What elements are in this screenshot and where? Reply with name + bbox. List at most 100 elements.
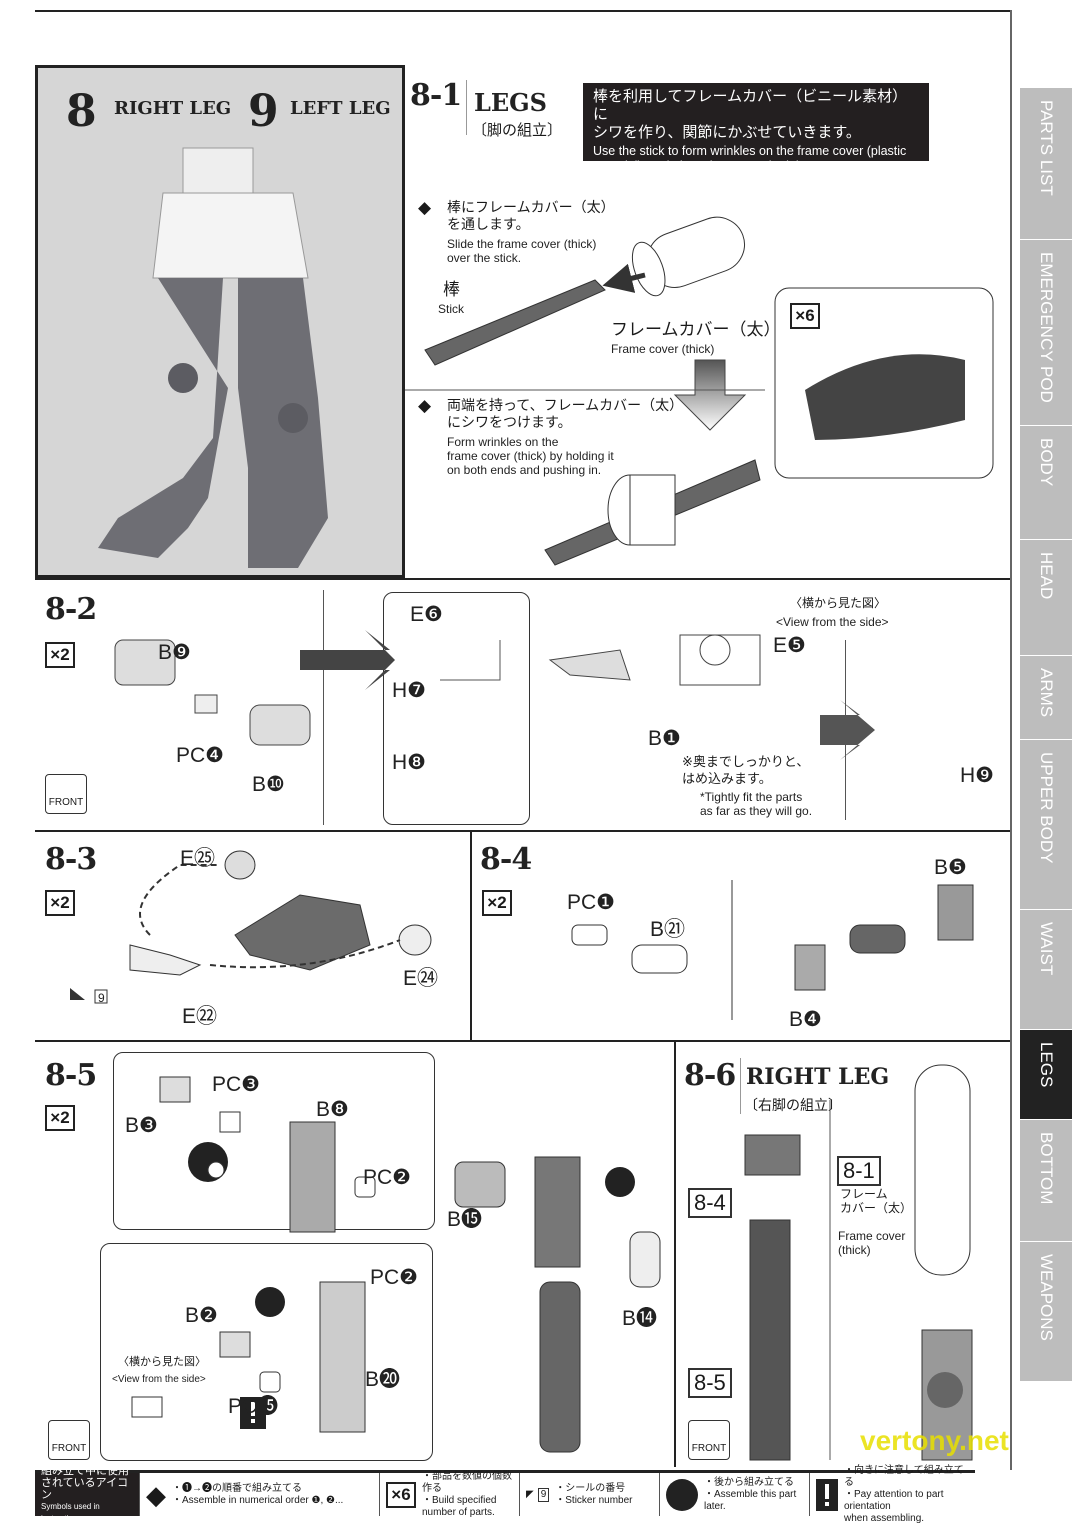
tab-label: WEAPONS [1037, 1254, 1056, 1341]
tab-parts-list[interactable]: PARTS LIST [1020, 88, 1072, 240]
sub-assembly-callout-2 [100, 1243, 433, 1461]
front-indicator: FRONT [48, 1420, 90, 1460]
legend-jp: ・後から組み立てる [704, 1476, 794, 1488]
front-indicator: FRONT [45, 774, 87, 814]
legend-en: ・Assemble in numerical order ❶, ❷... [172, 1494, 344, 1506]
tab-label: LEGS [1037, 1042, 1056, 1088]
tab-waist[interactable]: WAIST [1020, 910, 1072, 1030]
part-label: PC❹ [176, 744, 224, 767]
assemble-later-icon [666, 1478, 698, 1511]
legend-jp: ・部品を数値の個数作る [422, 1470, 512, 1494]
legend-en: ・Sticker number [555, 1494, 633, 1506]
section-divider [35, 830, 1010, 832]
legend-jp: ・向きに注意して組み立てる [844, 1464, 964, 1488]
tab-emergency-pod[interactable]: EMERGENCY POD [1020, 240, 1072, 426]
part-label: E❺ [773, 634, 806, 657]
side-view-label-en: <View from the side> [112, 1374, 206, 1385]
divider [323, 590, 324, 825]
part-label: B⓮ [622, 1307, 658, 1330]
multiplier-badge: ×2 [45, 642, 75, 668]
ref-step-8-1[interactable]: 8-1 [837, 1156, 881, 1186]
legend-jp: ・シールの番号 [555, 1482, 626, 1494]
step-8-4-number: 8-4 [480, 842, 532, 877]
part-label: PC❶ [567, 891, 615, 914]
note-jp: 棒を利用してフレームカバー（ビニール素材）に シワを作り、関節にかぶせていきます… [593, 87, 908, 141]
step-8-1-note-box: 棒を利用してフレームカバー（ビニール素材）に シワを作り、関節にかぶせていきます… [583, 83, 929, 173]
step-8-5-diagram [131, 1076, 661, 1453]
attention-icon [816, 1478, 838, 1511]
multiplier-badge: ×2 [482, 890, 512, 916]
part-label: PC⓯ [228, 1395, 279, 1418]
ref-step-8-4[interactable]: 8-4 [688, 1188, 732, 1218]
tab-head[interactable]: HEAD [1020, 540, 1072, 656]
part-label: PC❷ [370, 1266, 418, 1289]
tab-arms[interactable]: ARMS [1020, 656, 1072, 740]
step-8-1-title: LEGS [474, 88, 547, 117]
legend-title-jp: 組み立て中に使用 されているアイコン [41, 1463, 129, 1501]
step-8-6-title: RIGHT LEG [746, 1064, 890, 1090]
divider [466, 80, 467, 135]
side-view-label-en: <View from the side> [776, 615, 889, 629]
tab-label: UPPER BODY [1037, 752, 1056, 864]
section-divider [35, 578, 1010, 580]
frame-cover-label-jp: フレーム カバー（太） [840, 1187, 913, 1215]
tab-label: PARTS LIST [1037, 100, 1056, 196]
part-label: PC❷ [363, 1166, 411, 1189]
part-label: B❽ [316, 1098, 349, 1121]
divider [740, 1058, 741, 1114]
step-8-3-number: 8-3 [45, 842, 97, 877]
divider [470, 832, 472, 1042]
multiplier-badge: ×6 [790, 303, 820, 329]
stick-label-en: Stick [438, 302, 465, 316]
tab-weapons[interactable]: WEAPONS [1020, 1242, 1072, 1382]
detail-callout [383, 592, 530, 825]
left-leg-heading: LEFT LEG [290, 98, 391, 119]
legs-model-illustration [98, 147, 328, 568]
tab-label: BOTTOM [1037, 1132, 1056, 1205]
legend-title-en: Symbols used in instructions [41, 1501, 100, 1523]
tab-upper-body[interactable]: UPPER BODY [1020, 740, 1072, 910]
order-icon: ◆ [146, 1479, 166, 1510]
frame-cover-label-en: Frame cover (thick) [838, 1229, 906, 1257]
part-label: E㉕ [180, 847, 216, 870]
legend-en: ・Pay attention to part orientation when … [844, 1488, 944, 1524]
sticker-number-icon: 9 [537, 1487, 550, 1502]
step-8-3-diagram [70, 850, 432, 1004]
part-label: B❶ [648, 727, 681, 750]
tab-label: EMERGENCY POD [1037, 252, 1056, 403]
sticker-number: 9 [98, 991, 105, 1005]
front-label: FRONT [51, 1443, 87, 1454]
step1-icon: ◆ [418, 198, 432, 218]
tab-body[interactable]: BODY [1020, 426, 1072, 540]
step-8-6-diagram [744, 1064, 973, 1461]
legend-en: ・Build specified number of parts. [422, 1494, 497, 1518]
ref-step-8-5[interactable]: 8-5 [688, 1368, 732, 1398]
tab-label: BODY [1037, 438, 1056, 487]
top-rule [35, 10, 1010, 12]
part-label: B❷ [185, 1304, 218, 1327]
part-label: H❽ [392, 751, 426, 774]
step1-text-en: Slide the frame cover (thick) over the s… [447, 237, 597, 265]
frame-cover-label-en: Frame cover (thick) [611, 342, 715, 356]
tab-legs[interactable]: LEGS [1020, 1030, 1072, 1120]
stick-label-jp: 棒 [443, 280, 460, 300]
part-label: H❾ [960, 764, 994, 787]
front-indicator: FRONT [688, 1420, 730, 1460]
tab-bottom[interactable]: BOTTOM [1020, 1120, 1072, 1242]
step-8-6-title-jp: 〔右脚の組立〕 [744, 1098, 842, 1114]
part-label: B❿ [252, 773, 285, 796]
part-label: H❼ [392, 679, 426, 702]
step-8-1-title-jp: 〔脚の組立〕 [472, 121, 563, 139]
legend-en: ・Assemble this part later. [704, 1488, 797, 1512]
step-8-1-diagram [405, 216, 994, 566]
section-number-8: 8 [66, 86, 97, 137]
part-label: PC❸ [212, 1073, 260, 1096]
side-view-label-jp: 〈横から見た図〉 [790, 596, 887, 610]
step1-text-jp: 棒にフレームカバー（太） を通します。 [447, 200, 615, 233]
tab-label: HEAD [1037, 552, 1056, 600]
part-label: B❾ [158, 641, 191, 664]
watermark: vertony.net [860, 1425, 1009, 1456]
part-label: B⓴ [365, 1368, 401, 1391]
note-en: Use the stick to form wrinkles on the fr… [593, 144, 907, 173]
part-label: E㉒ [182, 1005, 218, 1028]
